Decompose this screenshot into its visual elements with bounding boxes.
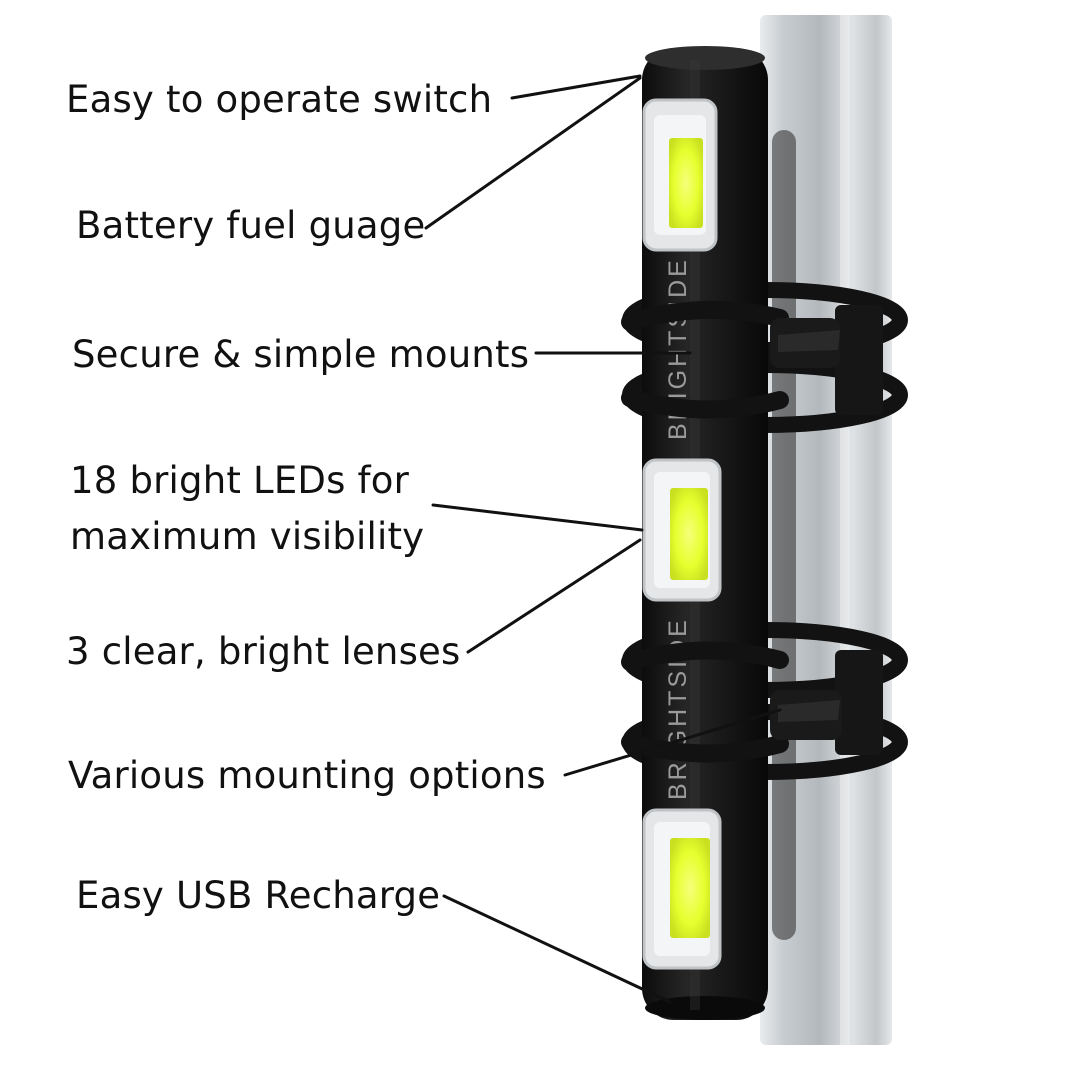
lens-middle (642, 458, 722, 602)
callout-switch: Easy to operate switch (66, 74, 492, 126)
leader-usb (442, 894, 672, 1004)
callout-lenses: 3 clear, bright lenses (66, 626, 461, 678)
lens-bottom (642, 808, 722, 970)
callout-mounts-text: Secure & simple mounts (72, 333, 530, 376)
leader-leds (431, 503, 644, 532)
callout-mounting-options: Various mounting options (68, 750, 546, 802)
leader-lines (424, 74, 782, 1004)
leader-mounting-options (563, 708, 782, 777)
callout-usb: Easy USB Recharge (76, 870, 440, 922)
upper-strap-buckle (621, 300, 840, 419)
leader-switch (510, 74, 642, 100)
callout-leds-line-2: maximum visibility (70, 515, 425, 558)
leader-lenses (466, 538, 642, 654)
pole-icon (760, 15, 892, 1045)
leader-fuel-gauge (424, 76, 642, 230)
callout-mounts: Secure & simple mounts (72, 329, 529, 381)
callout-leds: 18 bright LEDs for maximum visibility (70, 453, 424, 565)
callout-leds-line-1: 18 bright LEDs for (70, 459, 410, 502)
callout-fuel-gauge-text: Battery fuel guage (76, 204, 426, 247)
callout-switch-text: Easy to operate switch (66, 78, 493, 121)
callout-fuel-gauge: Battery fuel guage (76, 200, 425, 252)
callout-lenses-text: 3 clear, bright lenses (66, 630, 461, 673)
callout-mounting-options-text: Various mounting options (68, 754, 546, 797)
callout-usb-text: Easy USB Recharge (76, 874, 441, 917)
bike-light-icon: BRIGHTSIDE BRIGHTSIDE (642, 46, 768, 1020)
lens-top (642, 98, 718, 252)
lower-strap-buckle (621, 641, 842, 763)
